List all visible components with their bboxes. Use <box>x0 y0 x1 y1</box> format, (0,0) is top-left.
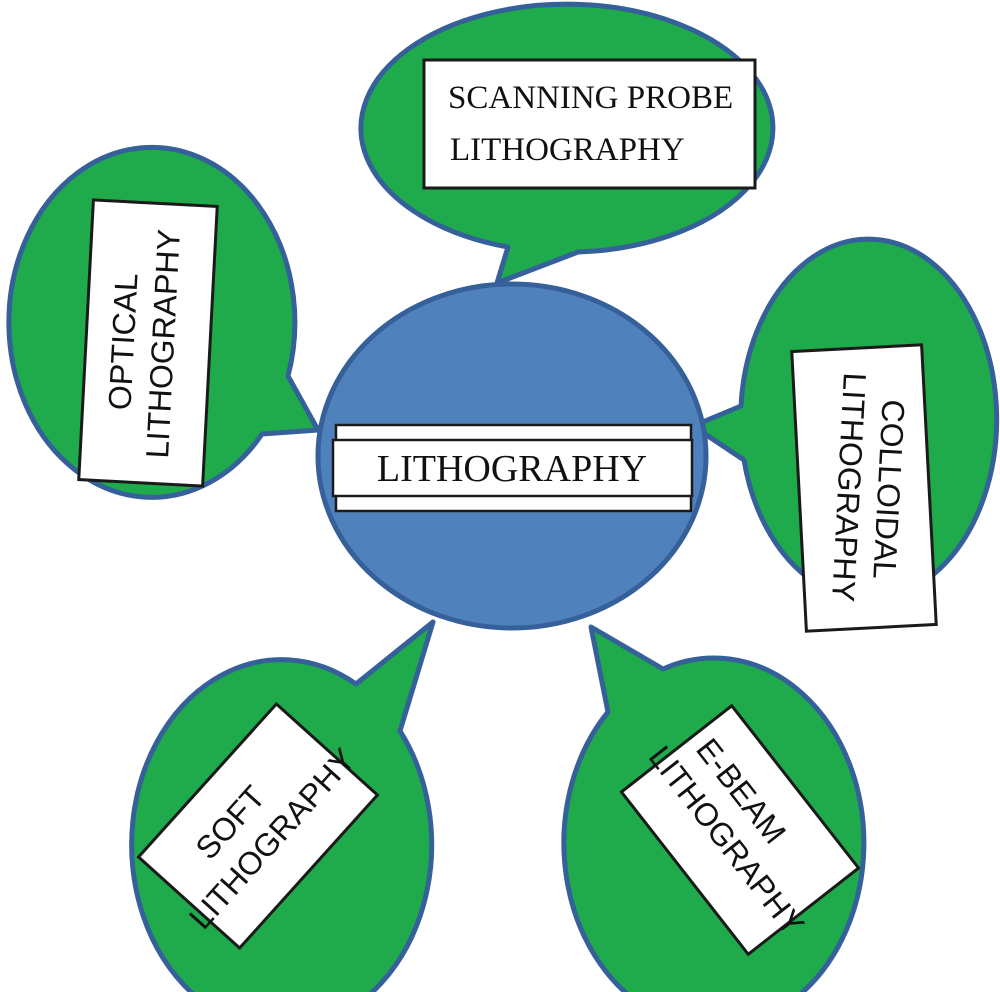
center-label-box <box>331 438 694 498</box>
textbox-optical <box>77 198 219 488</box>
optical-label-line1: OPTICAL <box>101 272 144 411</box>
node-soft: SOFT LITHOGRAPHY <box>129 619 436 992</box>
node-center: LITHOGRAPHY <box>315 281 709 631</box>
node-scanning-probe: SCANNING PROBE LITHOGRAPHY <box>358 1 776 286</box>
scanning-probe-label-line1: SCANNING PROBE <box>448 80 733 116</box>
textbox-colloidal <box>790 343 938 633</box>
textbox-ebeam <box>619 703 861 957</box>
scanning-probe-label-line2: LITHOGRAPHY <box>450 132 685 168</box>
node-colloidal: COLLOIDAL LITHOGRAPHY <box>690 236 1000 633</box>
center-label: LITHOGRAPHY <box>377 448 647 490</box>
textbox-scanning-probe <box>422 58 757 190</box>
node-ebeam: E-BEAM LITHOGRAPHY <box>561 624 867 992</box>
node-optical: OPTICAL LITHOGRAPHY <box>6 144 321 500</box>
textbox-soft <box>136 701 380 951</box>
